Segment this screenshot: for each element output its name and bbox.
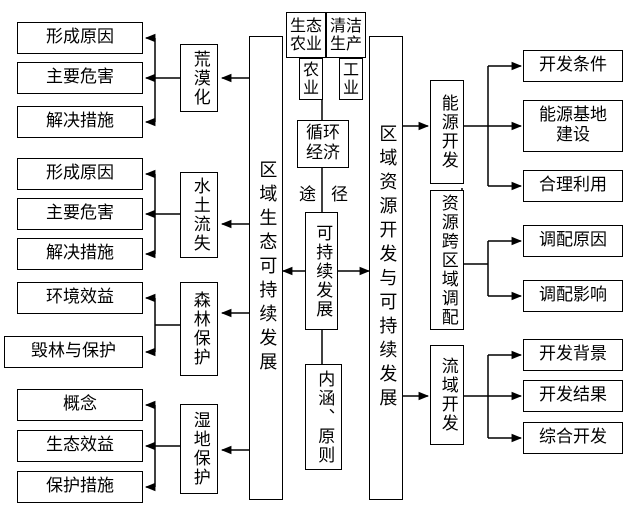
rational-use-label: 合理利用 (539, 175, 607, 196)
energy-development-label: 能源开发 (437, 94, 458, 170)
energy-base-construction-label: 能源基地 建设 (539, 105, 607, 145)
comprehensive-dev-label: 综合开发 (539, 427, 607, 448)
river-basin-development-label: 流域开发 (437, 357, 458, 433)
wetland-benefit-box: 生态效益 (17, 430, 143, 462)
path-label-2: 径 (331, 185, 348, 205)
forest-protection-box: 森林保护 (180, 282, 218, 376)
regional-eco-sustainable-label: 区域生态可持续发展 (256, 160, 278, 376)
dev-background-label: 开发背景 (539, 344, 607, 365)
soil-erosion-box: 水土流失 (180, 172, 218, 258)
erosion-harm-box: 主要危害 (17, 198, 143, 230)
desert-measures-label: 解决措施 (46, 111, 114, 132)
dev-result-box: 开发结果 (523, 380, 623, 412)
desert-cause-label: 形成原因 (46, 27, 114, 48)
wetland-protection-label: 湿地保护 (189, 411, 210, 487)
regional-eco-sustainable-title: 区域生态可持续发展 (249, 36, 283, 500)
transfer-impact-box: 调配影响 (523, 280, 623, 312)
connotation-principles-label: 内涵、原则 (314, 369, 335, 465)
connotation-principles-box: 内涵、原则 (305, 364, 342, 470)
wetland-concept-box: 概念 (17, 389, 143, 421)
forest-benefit-label: 环境效益 (46, 287, 114, 308)
regional-resource-sustainable-label: 区域资源开发与可持续发展 (376, 124, 398, 412)
desertification-label: 荒漠化 (189, 49, 210, 107)
forest-destroy-protect-label: 毁林与保护 (31, 341, 116, 362)
clean-production-label: 清洁 生产 (329, 15, 362, 53)
resource-transfer-box: 资源跨区域调配 (430, 190, 464, 330)
desert-cause-box: 形成原因 (17, 22, 143, 54)
circular-economy-box: 循环 经济 (297, 120, 349, 168)
wetland-concept-label: 概念 (63, 394, 97, 415)
soil-erosion-label: 水土流失 (189, 177, 210, 253)
industry-box: 工 业 (339, 58, 363, 100)
desertification-box: 荒漠化 (180, 44, 218, 112)
wetland-protection-box: 湿地保护 (180, 404, 218, 494)
sustainable-development-box: 可持续发展 (305, 212, 338, 330)
erosion-harm-label: 主要危害 (46, 203, 114, 224)
erosion-cause-label: 形成原因 (46, 163, 114, 184)
clean-production-box: 清洁 生产 (326, 12, 366, 58)
agriculture-box: 农 业 (299, 58, 323, 100)
forest-benefit-box: 环境效益 (17, 282, 143, 314)
forest-destroy-protect-box: 毁林与保护 (4, 336, 143, 368)
path-label-1: 途 (299, 185, 316, 205)
forest-protection-label: 森林保护 (189, 291, 210, 367)
wetland-measures-box: 保护措施 (17, 471, 143, 503)
eco-agriculture-label: 生态 农业 (289, 15, 322, 53)
energy-development-box: 能源开发 (430, 80, 464, 184)
dev-conditions-box: 开发条件 (523, 50, 623, 82)
transfer-reason-box: 调配原因 (523, 225, 623, 257)
resource-transfer-label: 资源跨区域调配 (437, 193, 458, 327)
rational-use-box: 合理利用 (523, 170, 623, 202)
industry-label: 工 业 (342, 59, 359, 97)
regional-resource-sustainable-title: 区域资源开发与可持续发展 (369, 36, 403, 500)
energy-base-construction-box: 能源基地 建设 (523, 100, 623, 152)
desert-harm-label: 主要危害 (46, 67, 114, 88)
eco-agriculture-box: 生态 农业 (286, 12, 326, 58)
transfer-reason-label: 调配原因 (539, 230, 607, 251)
erosion-cause-box: 形成原因 (17, 158, 143, 190)
dev-conditions-label: 开发条件 (539, 55, 607, 76)
river-basin-development-box: 流域开发 (430, 345, 464, 445)
transfer-impact-label: 调配影响 (539, 285, 607, 306)
dev-result-label: 开发结果 (539, 385, 607, 406)
sustainable-development-label: 可持续发展 (312, 223, 333, 319)
circular-economy-label: 循环 经济 (306, 123, 340, 163)
dev-background-box: 开发背景 (523, 339, 623, 371)
erosion-measures-box: 解决措施 (17, 238, 143, 270)
desert-measures-box: 解决措施 (17, 106, 143, 138)
erosion-measures-label: 解决措施 (46, 243, 114, 264)
wetland-measures-label: 保护措施 (46, 476, 114, 497)
desert-harm-box: 主要危害 (17, 62, 143, 94)
wetland-benefit-label: 生态效益 (46, 435, 114, 456)
comprehensive-dev-box: 综合开发 (523, 422, 623, 454)
agriculture-label: 农 业 (302, 59, 319, 97)
